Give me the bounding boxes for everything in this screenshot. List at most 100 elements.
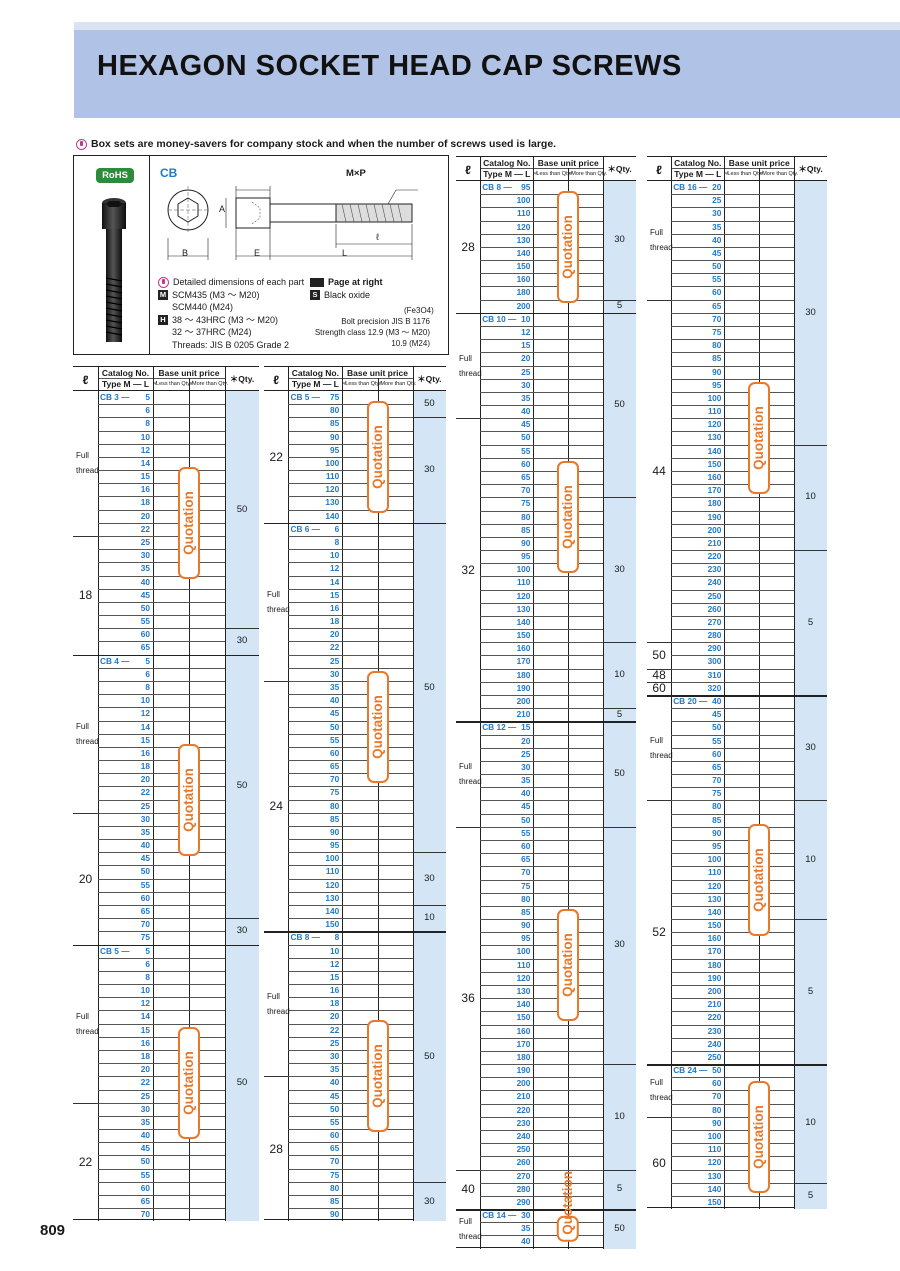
- catalog-length: 60: [140, 629, 150, 640]
- catalog-length: 150: [707, 1196, 722, 1207]
- qty-value: 50: [614, 1222, 625, 1234]
- row-line: [480, 708, 604, 709]
- row-line: [671, 1143, 795, 1144]
- catalog-length: 180: [516, 287, 531, 298]
- qty-value: 50: [236, 780, 248, 792]
- catalog-length: 150: [516, 1012, 531, 1023]
- row-line: [671, 444, 795, 446]
- row-line: [480, 945, 604, 947]
- header-more-than: ≉More than Qty.: [568, 171, 608, 177]
- group-divider: [456, 1209, 636, 1211]
- qty-divider: [794, 1182, 827, 1184]
- catalog-length: 30: [712, 208, 722, 219]
- catalog-length: 85: [712, 353, 722, 364]
- ell-value: 22: [78, 1155, 93, 1170]
- dim-ell-label: ℓ: [376, 232, 379, 242]
- row-line: [671, 774, 795, 775]
- catalog-length: 160: [707, 933, 722, 944]
- bolt-line-3: 10.9 (M24): [391, 339, 430, 348]
- row-line: [288, 746, 413, 748]
- full-thread-line-1: Full: [267, 991, 280, 1001]
- catalog-length: 5: [145, 945, 150, 956]
- ell-divider: [647, 681, 672, 683]
- ell-divider: [456, 826, 481, 828]
- ell-value: 60: [652, 681, 666, 696]
- catalog-length: 80: [330, 1182, 340, 1193]
- catalog-length: 90: [521, 537, 531, 548]
- catalog-length: 290: [516, 1196, 531, 1207]
- row-line: [288, 852, 413, 853]
- qty-divider: [225, 918, 259, 920]
- row-line: [98, 812, 225, 814]
- catalog-length: 120: [707, 1157, 722, 1168]
- column-divider: [759, 168, 761, 1210]
- quotation-badge: Quotation: [366, 1020, 389, 1133]
- row-line: [480, 457, 604, 459]
- catalog-length: 55: [712, 274, 722, 285]
- catalog-length: 30: [521, 761, 531, 772]
- catalog-length: 85: [330, 813, 340, 824]
- row-line: [98, 694, 225, 695]
- catalog-length: 120: [516, 972, 531, 983]
- catalog-length: 190: [707, 972, 722, 983]
- row-line: [671, 1195, 795, 1197]
- catalog-length: 30: [521, 1210, 531, 1221]
- ell-value: 50: [652, 648, 666, 663]
- header-less-than: ≉Less than Qty.: [153, 381, 192, 387]
- catalog-type-code: CB 16 —: [673, 182, 708, 192]
- header-more-than: ≉More than Qty.: [189, 381, 228, 387]
- catalog-length: 100: [516, 564, 531, 575]
- row-line: [480, 681, 604, 683]
- catalog-length: 22: [330, 1024, 340, 1035]
- detail-note: Detailed dimensions of each part: [173, 277, 305, 287]
- row-line: [480, 220, 604, 222]
- qty-value: 50: [236, 503, 248, 515]
- catalog-length: 150: [516, 261, 531, 272]
- catalog-length: 310: [707, 669, 722, 680]
- catalog-length: 260: [516, 1157, 531, 1168]
- header-qty: ＊Qty.: [417, 374, 442, 384]
- catalog-length: 20: [140, 774, 150, 785]
- catalog-length: 75: [140, 932, 150, 943]
- catalog-length: 40: [140, 1130, 150, 1141]
- row-line: [480, 655, 604, 657]
- catalog-length: 80: [712, 801, 722, 812]
- column-divider: [98, 367, 99, 1222]
- catalog-length: 60: [140, 1182, 150, 1193]
- catalog-length: 60: [330, 1130, 340, 1141]
- row-line: [671, 1169, 795, 1171]
- catalog-length: 50: [140, 866, 150, 877]
- catalog-length: 10: [521, 313, 531, 324]
- catalog-length: 25: [140, 536, 150, 547]
- catalog-length: 110: [708, 867, 722, 878]
- row-line: [671, 853, 795, 854]
- row-line: [98, 615, 225, 616]
- row-line: [671, 892, 795, 894]
- info-icon: [76, 138, 87, 150]
- row-line: [480, 958, 604, 960]
- row-line: [288, 720, 413, 722]
- ell-value: 44: [652, 463, 666, 478]
- row-line: [288, 667, 413, 669]
- qty-value: 10: [614, 1110, 625, 1122]
- row-line: [671, 589, 795, 591]
- catalog-length: 60: [140, 892, 150, 903]
- row-line: [671, 813, 795, 815]
- ell-divider: [647, 299, 672, 301]
- ell-divider: [647, 1116, 672, 1118]
- catalog-length: 40: [712, 234, 722, 245]
- catalog-length: 16: [140, 1037, 150, 1048]
- catalog-length: 80: [712, 1104, 722, 1115]
- rohs-badge: RoHS: [96, 168, 134, 183]
- catalog-length: 55: [140, 616, 150, 627]
- row-line: [671, 919, 795, 920]
- ell-value: 22: [269, 449, 283, 464]
- full-thread-line-2: thread: [76, 736, 99, 746]
- row-line: [671, 1156, 795, 1157]
- qty-value: 5: [807, 1189, 814, 1201]
- catalog-length: 65: [140, 1195, 150, 1206]
- catalog-length: 240: [707, 1038, 722, 1049]
